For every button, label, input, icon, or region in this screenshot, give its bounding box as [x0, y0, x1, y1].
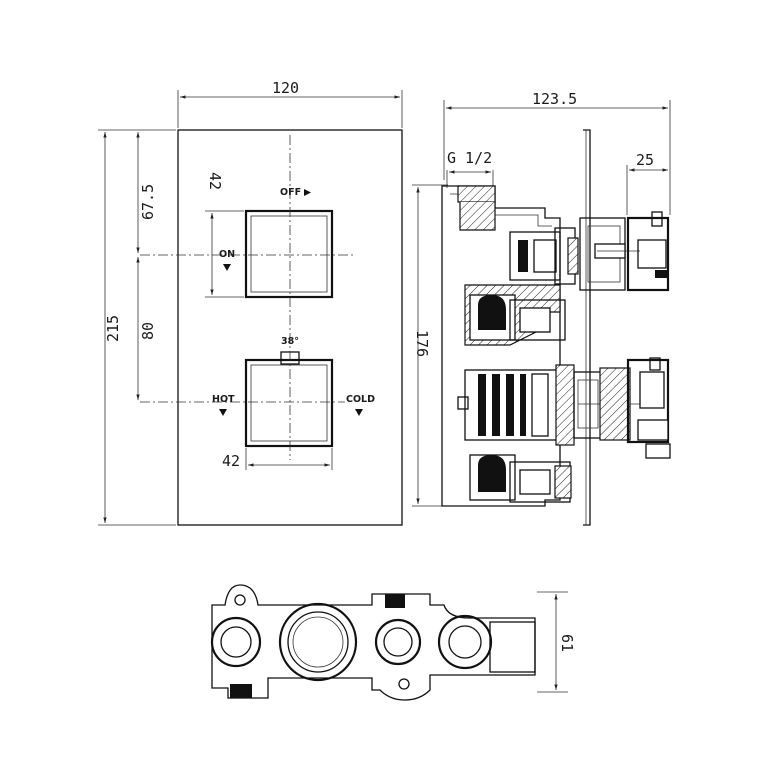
dim-front-height: 215 — [104, 315, 122, 342]
front-plate — [177, 129, 403, 526]
bottom-view: 61 — [210, 584, 576, 701]
front-view: OFF ON 38° HOT COLD 120 215 67.5 80 42 — [98, 79, 403, 526]
valve-bulb-top — [478, 295, 506, 330]
port-main — [278, 602, 358, 682]
hot-arrow-icon — [219, 409, 227, 416]
off-arrow-icon — [304, 189, 311, 196]
dim-side-height: 176 — [413, 330, 431, 357]
valve-body-section — [211, 584, 536, 701]
label-hot: HOT — [212, 394, 235, 405]
dim-handle-top-offset: 67.5 — [139, 184, 157, 220]
port-3 — [437, 614, 493, 670]
bottom-handle — [244, 351, 334, 448]
dim-handle-bottom-size: 42 — [222, 452, 240, 470]
mount-block-top — [385, 594, 405, 608]
cold-arrow-icon — [355, 409, 363, 416]
dim-body-depth: 61 — [558, 634, 576, 652]
dim-handle-spacing: 80 — [139, 322, 157, 340]
dim-front-width: 120 — [272, 79, 299, 97]
top-handle — [244, 209, 334, 299]
dim-side-depth: 123.5 — [532, 90, 577, 108]
on-arrow-icon — [223, 264, 231, 271]
port-1 — [210, 616, 262, 668]
valve-bulb-bottom — [478, 455, 506, 492]
port-2 — [374, 618, 422, 666]
side-view: 123.5 G 1/2 25 176 — [412, 90, 671, 526]
dim-side-protrusion: 25 — [636, 151, 654, 169]
label-off: OFF — [280, 187, 301, 198]
dim-handle-top-size: 42 — [206, 172, 224, 190]
mount-block-bottom — [230, 684, 252, 698]
label-temp: 38° — [281, 336, 299, 347]
label-on: ON — [219, 249, 235, 260]
label-cold: COLD — [346, 394, 375, 405]
inlet-thread-label: G 1/2 — [447, 149, 492, 167]
